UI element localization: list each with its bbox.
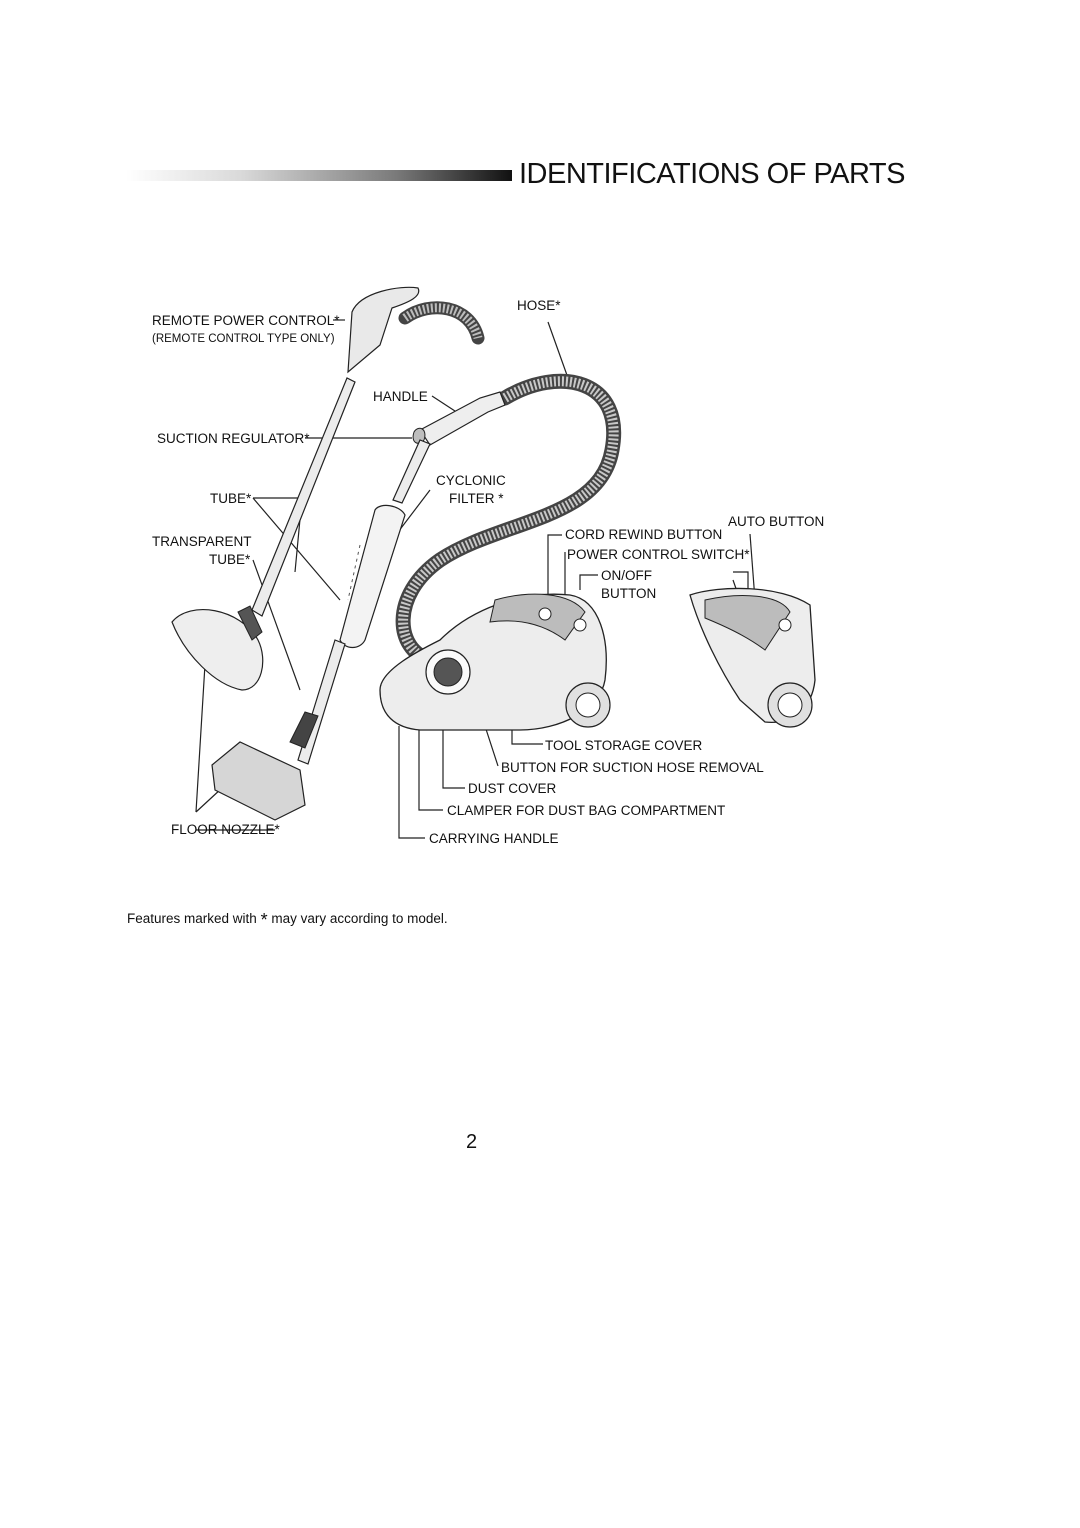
- cyclonic-filter: [339, 504, 406, 649]
- hose-top-ribs: [402, 303, 483, 340]
- footnote: Features marked with * may vary accordin…: [127, 910, 448, 931]
- leader-handle: [431, 395, 459, 414]
- footnote-before: Features marked with: [127, 911, 257, 926]
- label-tool-storage-cover: TOOL STORAGE COVER: [545, 738, 703, 753]
- leader-dust-cover: [442, 718, 465, 789]
- label-remote-control-type-only: (REMOTE CONTROL TYPE ONLY): [152, 333, 335, 345]
- label-power-control-switch: POWER CONTROL SWITCH*: [567, 547, 750, 562]
- leader-transparent-tube: [252, 559, 301, 691]
- label-on-off: ON/OFF: [601, 568, 652, 583]
- label-tube: TUBE*: [210, 491, 252, 506]
- suction-regulator: [412, 427, 426, 444]
- label-cyclonic: CYCLONIC: [436, 473, 506, 488]
- label-transparent-tube: TUBE*: [209, 552, 251, 567]
- hose-main-ribs: [398, 376, 619, 665]
- floor-nozzle-floor: [211, 741, 306, 821]
- floor-nozzle-upright: [171, 609, 264, 691]
- filter-markings: [347, 544, 361, 601]
- leader-hose: [547, 321, 569, 379]
- tube-left: [251, 377, 356, 617]
- label-handle: HANDLE: [373, 389, 428, 404]
- on-off-button-icon: [573, 618, 587, 632]
- handle-grip: [347, 286, 420, 374]
- label-carrying-handle: CARRYING HANDLE: [429, 831, 559, 846]
- page-title: IDENTIFICATIONS OF PARTS: [519, 158, 905, 190]
- footnote-star: *: [260, 910, 268, 930]
- label-floor-nozzle: FLOOR NOZZLE*: [171, 822, 280, 837]
- cord-rewind-button-icon: [538, 607, 552, 621]
- leader-on-off: [579, 574, 598, 590]
- label-button-suction-hose-removal: BUTTON FOR SUCTION HOSE REMOVAL: [501, 760, 764, 775]
- tube-upper-right: [392, 439, 431, 504]
- label-hose: HOSE*: [517, 298, 561, 313]
- label-remote-power-control: REMOTE POWER CONTROL*: [152, 313, 340, 328]
- label-clamper: CLAMPER FOR DUST BAG COMPARTMENT: [447, 803, 726, 818]
- title-gradient-bar: [126, 170, 512, 181]
- nozzle-joint-upright: [237, 605, 263, 641]
- label-dust-cover: DUST COVER: [468, 781, 557, 796]
- label-transparent: TRANSPARENT: [152, 534, 252, 549]
- label-button: BUTTON: [601, 586, 657, 601]
- rear-wheel-hub: [575, 692, 601, 718]
- detail-wheel-hub: [777, 692, 803, 718]
- handle-neck: [419, 391, 506, 446]
- detail-auto-button-icon: [778, 618, 792, 632]
- label-suction-regulator: SUCTION REGULATOR*: [157, 431, 310, 446]
- footnote-after: may vary according to model.: [271, 911, 448, 926]
- leader-carrying-handle: [398, 726, 425, 839]
- label-auto-button: AUTO BUTTON: [728, 514, 825, 529]
- nozzle-joint-floor: [289, 711, 319, 749]
- label-cord-rewind-button: CORD REWIND BUTTON: [565, 527, 723, 542]
- hose-inlet-core: [433, 657, 463, 687]
- leader-cord-rewind: [547, 534, 562, 595]
- label-filter: FILTER *: [449, 491, 504, 506]
- leader-clamper: [418, 716, 443, 811]
- page-number: 2: [466, 1131, 478, 1153]
- detail-top-grille: [704, 595, 791, 651]
